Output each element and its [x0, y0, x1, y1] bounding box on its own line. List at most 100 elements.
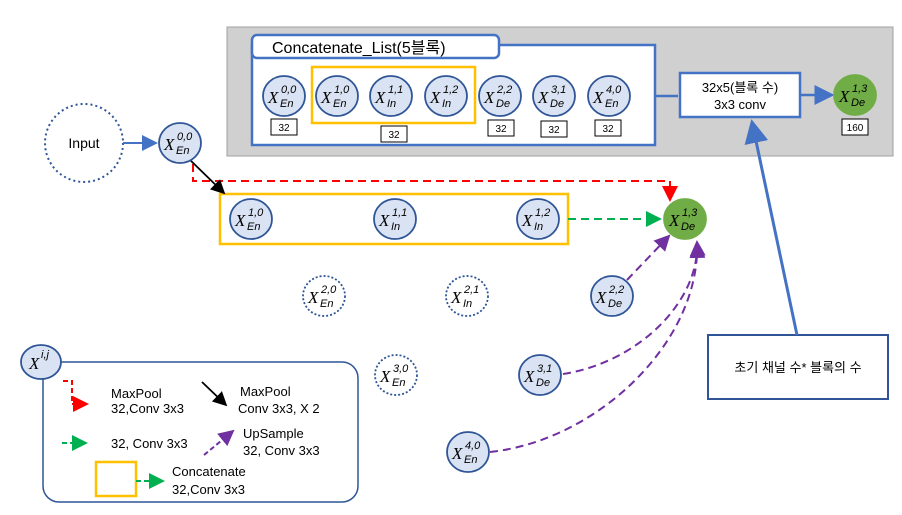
node-x10-sup: 1,0 [248, 207, 264, 219]
concat-node-3-sub: In [442, 98, 451, 110]
concat-badge-gold-text: 32 [388, 130, 400, 141]
conv-box-line2: 3x3 conv [714, 97, 767, 112]
node-x40-symbol: X [451, 444, 463, 463]
maxpool-black-arrow [187, 157, 226, 195]
node-x31-sub: De [536, 377, 550, 389]
concat-badge-6: 32 [594, 119, 622, 137]
legend-gold-box [94, 460, 138, 498]
node-x30-sup: 3,0 [393, 363, 409, 375]
concat-badge-gold: 32 [380, 125, 408, 143]
upsample-x31-arrow [562, 240, 706, 375]
node-x22-sup: 2,2 [608, 284, 624, 296]
concat-node-6-sub: En [605, 98, 618, 110]
node-x30-sub: En [392, 377, 405, 389]
concat-node-1-sub: En [333, 98, 346, 110]
concat-badge-6-text: 32 [602, 124, 614, 135]
input-label: Input [68, 135, 99, 151]
node-x12-symbol: X [521, 211, 533, 230]
node-x11-symbol: X [378, 211, 390, 230]
output-node-x13-sup: 1,3 [852, 83, 868, 95]
node-x13-sup: 1,3 [682, 207, 698, 219]
legend-concat-1: Concatenate [172, 464, 246, 479]
node-x00-symbol: X [163, 135, 175, 154]
legend-box [42, 361, 359, 503]
node-x13-sub: De [681, 221, 695, 233]
node-x21-symbol: X [450, 288, 462, 307]
concat-node-6-sup: 4,0 [606, 84, 622, 96]
concat-node-4-symbol: X [483, 88, 495, 107]
legend-maxpool-red-1: MaxPool [111, 386, 162, 401]
node-x31-sup: 3,1 [537, 363, 552, 375]
node-x11-sub: In [391, 221, 400, 233]
concat-node-2-sup: 1,1 [388, 84, 403, 96]
legend-black-arrow [201, 381, 228, 407]
node-x11-sup: 1,1 [392, 207, 407, 219]
legend-red-arrow [63, 380, 89, 412]
concat-node-0-sub: En [280, 98, 293, 110]
concat-node-4-sup: 2,2 [496, 84, 512, 96]
concat-badge-5-text: 32 [548, 125, 560, 136]
note-text: 초기 채널 수* 블록의 수 [734, 360, 861, 375]
concat-node-3-symbol: X [429, 88, 441, 107]
node-x00-sup: 0,0 [177, 131, 193, 143]
note-box [707, 334, 889, 400]
concat-node-5-sub: De [550, 98, 564, 110]
concat-node-3-sup: 1,2 [443, 84, 458, 96]
node-x13-symbol: X [668, 211, 680, 230]
concat-badge-4: 32 [487, 119, 515, 137]
upsample-x22-arrow [626, 234, 671, 281]
legend-maxpool-red-2: 32,Conv 3x3 [111, 401, 184, 416]
legend-maxpool-black-2: Conv 3x3, X 2 [238, 401, 320, 416]
node-x10-symbol: X [234, 211, 246, 230]
concat-badge-0-text: 32 [278, 123, 290, 134]
output-node-x13-sub: De [851, 97, 865, 109]
node-x30-symbol: X [379, 367, 391, 386]
concat-node-0-symbol: X [267, 88, 279, 107]
concat-inner-gold-box [310, 65, 477, 125]
legend-concat-2: 32,Conv 3x3 [172, 482, 245, 497]
concat-node-5-sup: 3,1 [551, 84, 566, 96]
concat-badge-4-text: 32 [495, 124, 507, 135]
node-x40-sub: En [464, 454, 477, 466]
node-x40-sup: 4,0 [465, 440, 481, 452]
concat-list-title-box [250, 33, 501, 60]
output-badge-text: 160 [847, 123, 864, 134]
note-to-conv-arrow [744, 119, 799, 336]
concat-badge-0: 32 [270, 118, 298, 136]
output-node-x13-symbol: X [838, 87, 850, 106]
node-x22-symbol: X [595, 288, 607, 307]
node-x12-sup: 1,2 [535, 207, 550, 219]
node-x31-symbol: X [523, 367, 535, 386]
concat-badge-5: 32 [540, 120, 568, 138]
concat-node-1-sup: 1,0 [334, 84, 350, 96]
node-x21-sup: 2,1 [463, 284, 479, 296]
node-x21-sub: In [463, 298, 472, 310]
node-x00-sub: En [176, 145, 189, 157]
node-x20-sub: En [320, 298, 333, 310]
concat-node-4-sub: De [496, 98, 510, 110]
legend-purple-arrow [203, 429, 235, 456]
legend-upsample-2: 32, Conv 3x3 [243, 443, 320, 458]
concat-node-2-sub: In [387, 98, 396, 110]
concat-node-6-symbol: X [592, 88, 604, 107]
node-x22-sub: De [608, 298, 622, 310]
node-x20-symbol: X [307, 288, 319, 307]
